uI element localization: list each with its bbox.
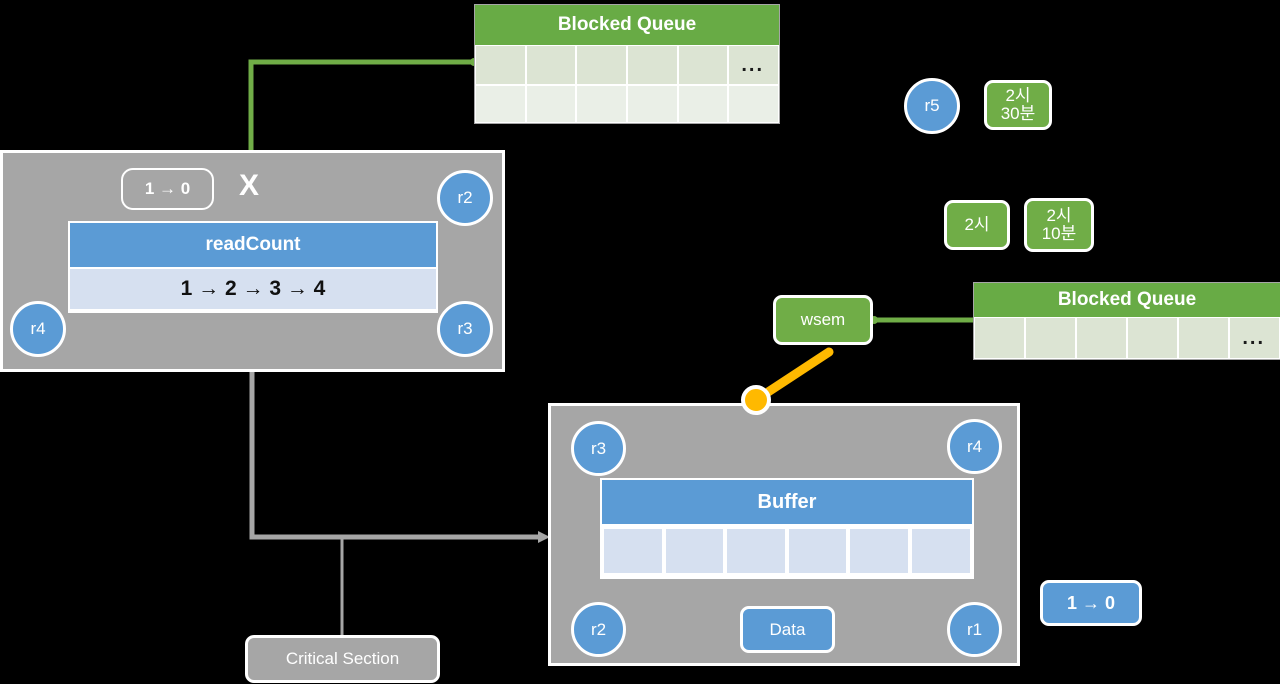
- buffer-circle-r1[interactable]: r1: [947, 602, 1002, 657]
- reader-circle-r3[interactable]: r3: [437, 301, 493, 357]
- critical-section-box[interactable]: Critical Section: [245, 635, 440, 683]
- queue-cell[interactable]: [1127, 317, 1178, 359]
- blocked-queue-top-row: [475, 85, 780, 123]
- blocked-queue-right-header: Blocked Queue: [974, 283, 1280, 317]
- queue-cell[interactable]: [525, 45, 577, 85]
- queue-cell-ellipsis[interactable]: ...: [728, 45, 780, 85]
- blocked-queue-right: Blocked Queue ...: [973, 282, 1280, 360]
- queue-cell[interactable]: [974, 317, 1025, 359]
- blocked-queue-top: Blocked Queue ...: [474, 4, 780, 124]
- connector-readcount-to-blockedqueue: [248, 59, 474, 152]
- queue-cell[interactable]: [576, 85, 628, 123]
- wsem-semaphore-box[interactable]: wsem: [773, 295, 873, 345]
- readcount-table: readCount 1 → 2 → 3 → 4: [68, 221, 438, 313]
- buffer-circle-r2[interactable]: r2: [571, 602, 626, 657]
- buffer-cell[interactable]: [725, 527, 787, 575]
- buffer-circle-r3[interactable]: r3: [571, 421, 626, 476]
- buffer-cell[interactable]: [848, 527, 910, 575]
- queue-cell[interactable]: [677, 45, 729, 85]
- reader-circle-r4[interactable]: r4: [10, 301, 66, 357]
- buffer-cell[interactable]: [663, 527, 726, 575]
- blocked-queue-top-header: Blocked Queue: [475, 5, 779, 45]
- queue-cell[interactable]: [626, 45, 678, 85]
- buffer-table-header: Buffer: [602, 480, 972, 524]
- queue-cell[interactable]: [1025, 317, 1076, 359]
- time-tag-line1: 2시: [1005, 86, 1031, 106]
- data-button[interactable]: Data: [740, 606, 835, 653]
- waiting-process-circle-r5[interactable]: r5: [904, 78, 960, 134]
- reader-circle-r2[interactable]: r2: [437, 170, 493, 226]
- queue-cell[interactable]: [677, 85, 729, 123]
- queue-cell[interactable]: [525, 85, 577, 123]
- queue-cell[interactable]: [475, 45, 526, 85]
- buffer-cell[interactable]: [909, 527, 972, 575]
- connector-wsem-to-buffer-orange: [757, 347, 834, 401]
- queue-cell[interactable]: [1178, 317, 1229, 359]
- time-tag-2si-30bun[interactable]: 2시 30분: [984, 80, 1052, 130]
- buffer-circle-r4[interactable]: r4: [947, 419, 1002, 474]
- readcount-reset-badge[interactable]: 1 → 0: [121, 168, 214, 210]
- queue-cell[interactable]: [627, 85, 678, 123]
- time-tag-line2: 30분: [1000, 104, 1036, 123]
- queue-cell[interactable]: [475, 85, 526, 123]
- writer-counter-badge[interactable]: 1 → 0: [1040, 580, 1142, 626]
- blocked-x-icon: X: [239, 169, 260, 202]
- time-tag-line2: 10분: [1041, 224, 1077, 243]
- reader-panel: 1 → 0 X readCount 1 → 2 → 3 → 4 r2 r3 r4: [0, 150, 505, 372]
- arrowhead-to-buffer: [538, 531, 550, 543]
- buffer-cell[interactable]: [786, 527, 849, 575]
- blocked-queue-top-row: ...: [475, 45, 780, 85]
- readcount-table-value[interactable]: 1 → 2 → 3 → 4: [70, 269, 436, 309]
- time-tag-line1: 2시: [1046, 206, 1072, 226]
- buffer-cell[interactable]: [602, 527, 664, 575]
- buffer-panel: r3 r4 r2 r1 Buffer Data: [548, 403, 1020, 666]
- time-tag-2si-10bun[interactable]: 2시 10분: [1024, 198, 1094, 252]
- readcount-table-header: readCount: [70, 223, 436, 267]
- time-tag-2si[interactable]: 2시: [944, 200, 1010, 250]
- queue-cell[interactable]: [728, 85, 780, 123]
- queue-cell[interactable]: [1076, 317, 1127, 359]
- blocked-queue-right-row: ...: [974, 317, 1280, 359]
- queue-cell[interactable]: [576, 45, 627, 85]
- buffer-cell-row: [602, 527, 972, 575]
- queue-cell-ellipsis[interactable]: ...: [1229, 317, 1280, 359]
- connector-reader-to-buffer: [249, 372, 538, 540]
- buffer-table: Buffer: [600, 478, 974, 579]
- orange-marker-dot[interactable]: [741, 385, 771, 415]
